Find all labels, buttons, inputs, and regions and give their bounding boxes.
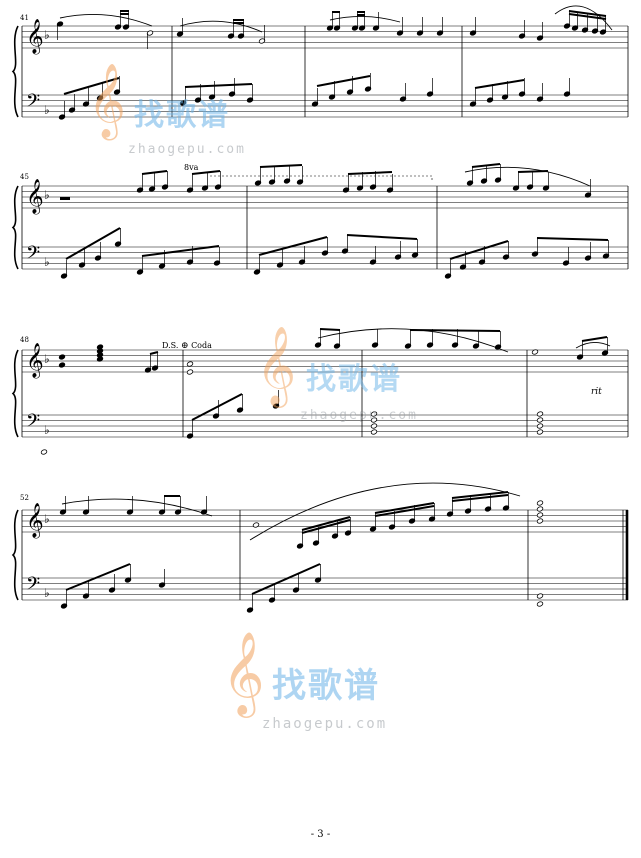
- note-head: [370, 417, 378, 423]
- beam: [347, 171, 393, 175]
- bass-clef-icon: 𝄢: [26, 574, 40, 599]
- note-head: [58, 362, 66, 368]
- flat-icon: ♭: [44, 28, 50, 42]
- beam: [251, 563, 321, 595]
- measure-number: 45: [20, 173, 29, 181]
- bass-clef-icon: 𝄢: [26, 243, 40, 268]
- beam: [581, 336, 608, 342]
- slur: [249, 482, 521, 541]
- note-head: [186, 369, 194, 375]
- beam: [451, 491, 509, 499]
- slur: [179, 20, 263, 33]
- note-head: [536, 500, 544, 506]
- note-head: [370, 423, 378, 429]
- beam: [346, 234, 418, 240]
- measure-number: 41: [20, 14, 29, 22]
- slur: [554, 5, 613, 31]
- note-head: [536, 411, 544, 417]
- note-head: [531, 349, 539, 355]
- beam: [316, 75, 371, 87]
- beam: [191, 393, 243, 421]
- beam: [184, 83, 253, 88]
- slur: [329, 15, 401, 23]
- treble-clef-icon: 𝄞: [26, 503, 44, 539]
- flat-icon: ♭: [44, 423, 50, 437]
- brace-icon: [11, 509, 19, 601]
- beam: [474, 79, 525, 89]
- beam: [451, 494, 509, 502]
- beam: [471, 163, 501, 168]
- beam: [63, 77, 120, 95]
- note-head: [536, 593, 544, 599]
- note-head: [58, 354, 66, 360]
- slur: [61, 498, 213, 517]
- flat-icon: ♭: [44, 103, 50, 117]
- treble-clef-icon: 𝄞: [26, 343, 44, 379]
- ds-coda-marking: D.S. ⊕ Coda: [162, 341, 212, 351]
- beam: [301, 519, 351, 534]
- rit-marking: rit: [591, 387, 602, 397]
- note-head: [96, 356, 104, 362]
- note-head: [536, 601, 544, 607]
- note-head: [536, 506, 544, 512]
- flat-icon: ♭: [44, 512, 50, 526]
- beam: [259, 164, 303, 168]
- measure-number: 48: [20, 336, 29, 344]
- beam: [536, 237, 609, 241]
- flat-icon: ♭: [44, 188, 50, 202]
- coda-icon: ⊕: [180, 341, 189, 351]
- slur: [464, 166, 591, 187]
- note-head: [536, 518, 544, 524]
- brace-icon: [11, 25, 19, 118]
- flat-icon: ♭: [44, 586, 50, 600]
- beam: [191, 170, 221, 175]
- note-head: [536, 417, 544, 423]
- beam: [141, 170, 168, 175]
- page-number: - 3 -: [310, 829, 331, 840]
- measure-number: 52: [20, 494, 29, 502]
- beam: [65, 563, 131, 591]
- flat-icon: ♭: [44, 352, 50, 366]
- note-head: [370, 429, 378, 435]
- beam: [65, 227, 121, 260]
- beam: [374, 502, 435, 514]
- brace-icon: [11, 349, 19, 438]
- beam: [568, 10, 607, 17]
- note-head: [536, 423, 544, 429]
- bass-clef-icon: 𝄢: [26, 91, 40, 116]
- beam: [568, 13, 607, 20]
- beam: [319, 328, 341, 331]
- beam: [258, 236, 328, 256]
- brace-icon: [11, 185, 19, 270]
- slur: [59, 14, 153, 27]
- beam: [149, 351, 159, 355]
- beam: [301, 516, 351, 531]
- beam: [141, 245, 220, 257]
- coda-label: Coda: [191, 341, 212, 350]
- bass-clef-icon: 𝄢: [26, 411, 40, 436]
- slur: [317, 328, 509, 353]
- note-head: [536, 512, 544, 518]
- note-head: [186, 361, 194, 367]
- flat-icon: ♭: [44, 255, 50, 269]
- note-head: [252, 522, 260, 528]
- half-rest-icon: [60, 197, 70, 200]
- note-head: [40, 449, 48, 455]
- octave-marking: 8va: [184, 163, 199, 172]
- beam: [374, 505, 435, 517]
- note-head: [370, 411, 378, 417]
- octave-line: [210, 175, 433, 180]
- treble-clef-icon: 𝄞: [26, 179, 44, 215]
- treble-clef-icon: 𝄞: [26, 19, 44, 55]
- slur: [575, 342, 611, 349]
- beam: [409, 329, 501, 332]
- ds-label: D.S.: [162, 341, 179, 350]
- beam: [449, 240, 509, 260]
- note-head: [536, 429, 544, 435]
